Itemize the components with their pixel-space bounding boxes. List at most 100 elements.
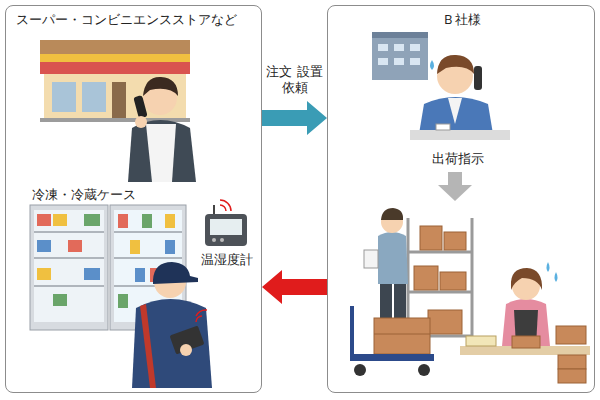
freezer-cases-part	[53, 294, 67, 306]
clerk-part	[448, 98, 462, 124]
clerk-part	[430, 60, 434, 70]
clerk-part	[410, 130, 510, 140]
shop-staff-part	[128, 120, 196, 182]
technician	[132, 262, 212, 388]
freezer-cases-part	[34, 231, 104, 233]
warehouse-shelf-part	[428, 310, 462, 334]
thermo-hygrometer-part	[205, 214, 247, 246]
technician-part	[153, 262, 198, 284]
hand-cart-part	[374, 318, 430, 354]
store-building-part	[40, 40, 190, 54]
flow-arrow	[262, 270, 327, 304]
packing-staff	[460, 262, 590, 383]
thermo-hygrometer-part	[220, 205, 226, 211]
freezer-cases-part	[37, 214, 160, 282]
shop-staff-part	[143, 77, 178, 96]
region-panel: Ｂ社様	[327, 5, 595, 393]
clerk	[410, 55, 510, 140]
warehouse-worker	[364, 208, 408, 330]
freezer-cases-part	[114, 257, 182, 259]
thermo-hygrometer-part	[213, 205, 215, 214]
freezer-cases-part	[53, 214, 152, 308]
freezer-cases-part	[68, 240, 82, 252]
hand-cart	[350, 306, 434, 376]
office-building	[372, 32, 428, 80]
store-building-part	[40, 54, 190, 62]
warehouse-shelf-part	[471, 218, 474, 342]
technician-part	[196, 310, 207, 316]
shop-staff-part	[133, 95, 147, 119]
office-building-part	[410, 44, 420, 51]
packing-staff-part	[556, 326, 586, 383]
office-building-part	[378, 44, 420, 65]
packing-staff-part	[558, 369, 586, 383]
technician-part	[140, 304, 156, 388]
freezer-cases-part	[53, 214, 67, 226]
warehouse-worker-part	[364, 250, 378, 268]
clerk-part	[474, 66, 482, 90]
office-building-part	[394, 58, 404, 65]
clerk-part	[436, 124, 450, 130]
freezer-cases-part	[84, 268, 100, 280]
store-building-part	[82, 82, 106, 112]
technician-part	[196, 316, 202, 322]
freezer-cases-part	[34, 257, 104, 259]
packing-staff-part	[556, 326, 586, 344]
freezer-cases-part	[37, 214, 51, 226]
hand-cart-part	[354, 364, 366, 376]
store-building-part	[44, 74, 186, 120]
warehouse-shelf-part	[408, 291, 472, 294]
shop-staff-part	[146, 124, 176, 182]
freezer-cases-part	[114, 231, 182, 233]
freezer-cases-part	[165, 214, 175, 228]
freezer-cases-part	[34, 285, 104, 287]
shop-staff-part	[135, 116, 147, 128]
hand-cart-part	[350, 306, 354, 360]
office-building-part	[378, 44, 388, 51]
warehouse-worker-part	[381, 208, 403, 220]
freezer-cases-part	[37, 214, 175, 280]
packing-staff-part	[466, 336, 496, 346]
warehouse-shelf-part	[408, 251, 472, 254]
thermo-hygrometer-part	[210, 219, 242, 235]
down-arrow-part	[438, 172, 472, 201]
office-building-part	[378, 58, 388, 65]
office-building-part	[372, 32, 428, 80]
panel-heading: Ｂ社様	[328, 6, 594, 29]
freezer-cases-part	[118, 214, 128, 228]
thermo-hygrometer	[205, 200, 247, 246]
caption-label: 温湿度計	[199, 252, 255, 268]
freezer-cases-part	[130, 240, 140, 254]
freezer-cases-part	[165, 240, 175, 254]
technician-part	[180, 344, 192, 356]
warehouse-worker-part	[378, 232, 408, 284]
caption-label: 冷凍・冷蔵ケース	[30, 187, 138, 203]
warehouse-shelf-part	[414, 266, 438, 290]
freezer-cases-part	[37, 240, 51, 252]
warehouse-shelf-part	[420, 226, 442, 250]
packing-staff-part	[511, 268, 542, 290]
store-building-part	[52, 82, 76, 112]
shop-staff	[128, 77, 196, 182]
panel-heading: スーパー・コンビニエンスストアなど	[6, 6, 261, 29]
packing-staff-part	[547, 262, 550, 272]
packing-staff-part	[555, 272, 558, 282]
technician-part	[132, 299, 212, 388]
freezer-cases-part	[142, 214, 152, 228]
down-arrow	[438, 172, 472, 201]
freezer-cases-part	[34, 210, 104, 322]
store-building-part	[112, 82, 126, 120]
flow-arrow	[262, 101, 327, 135]
office-building-part	[410, 58, 420, 65]
hand-cart-part	[350, 354, 434, 361]
packing-staff-part	[558, 355, 586, 369]
freezer-cases-part	[84, 214, 100, 226]
freezer-cases-part	[30, 205, 108, 330]
store-building	[40, 40, 190, 122]
hand-cart-part	[374, 334, 430, 335]
thermo-hygrometer-part	[212, 238, 216, 242]
freezer-cases-part	[118, 294, 128, 308]
hand-cart-part	[418, 364, 430, 376]
packing-staff-part	[512, 336, 540, 348]
